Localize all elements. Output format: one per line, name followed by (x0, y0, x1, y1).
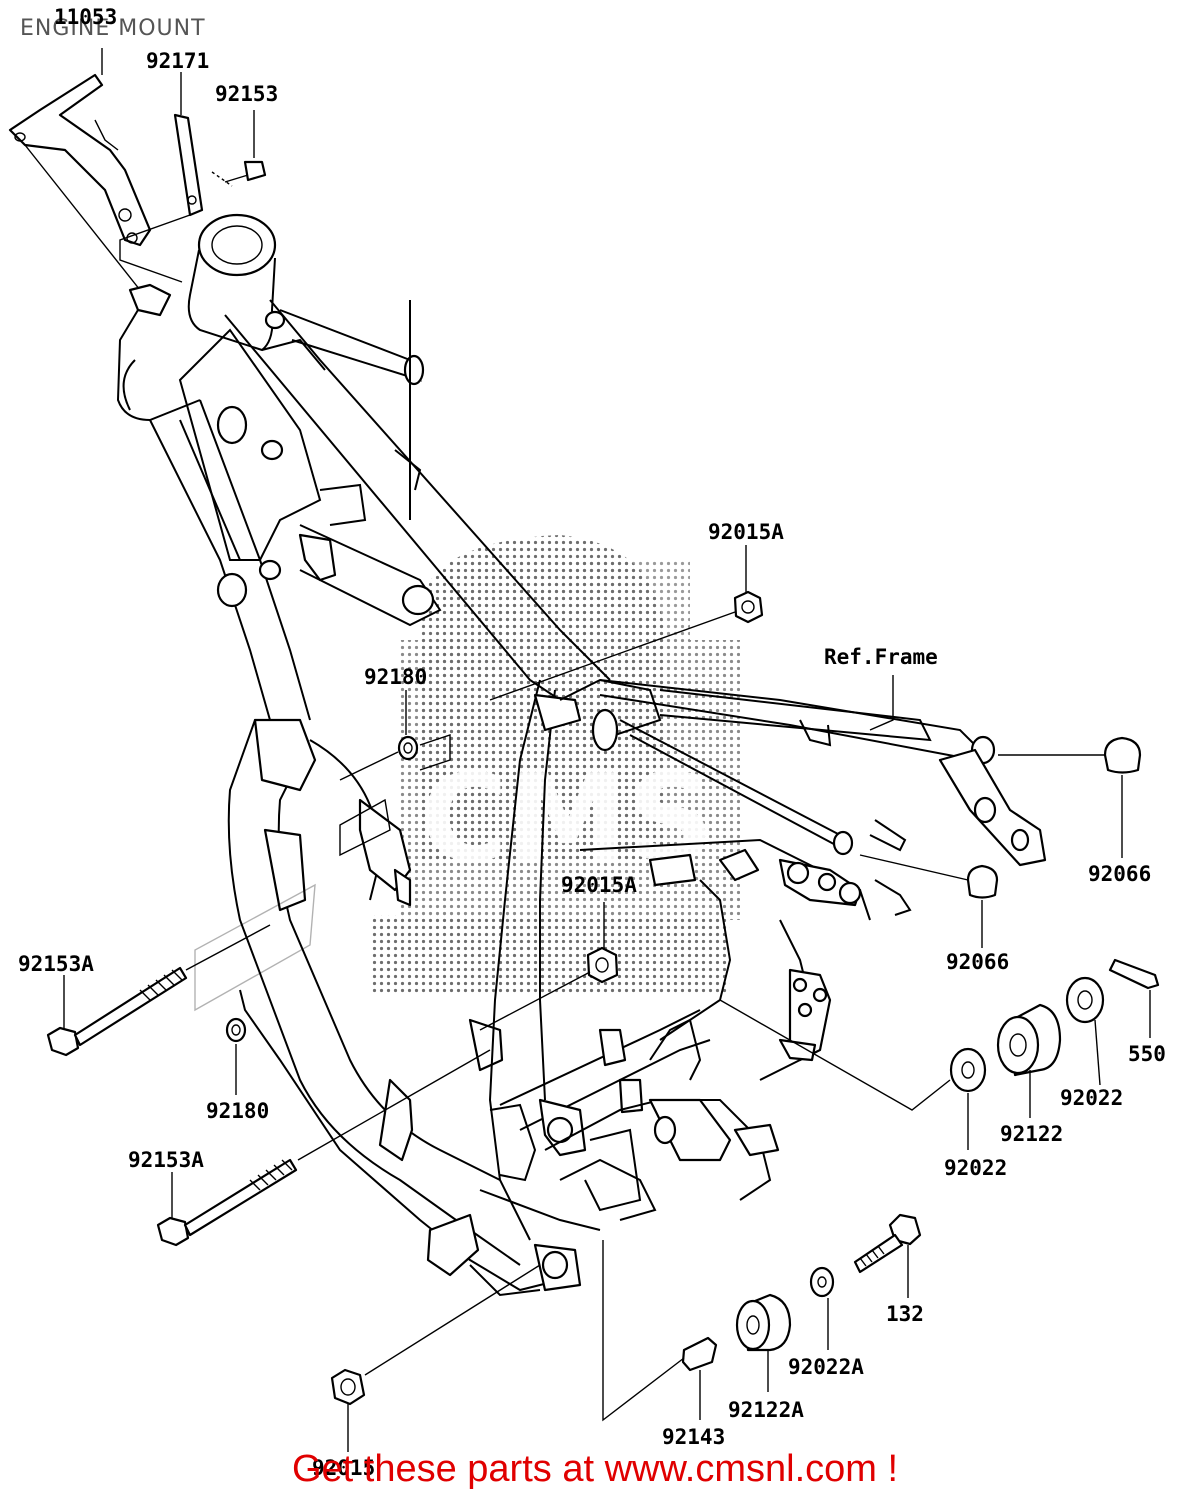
strap-92171-shape (173, 113, 204, 217)
nut-92015-shape (330, 1368, 366, 1406)
collar-92143-shape (681, 1336, 718, 1372)
bracket-11053-shape (8, 73, 152, 247)
part-label-92015[interactable]: 92015 (312, 1456, 376, 1480)
bolt-92153a-upper-shape (46, 966, 188, 1057)
washer-92022-b-shape (949, 1047, 987, 1093)
washer-92022a-shape (809, 1266, 835, 1298)
pin-550-shape (1108, 958, 1160, 990)
bolt-132-shape (853, 1213, 922, 1274)
part-label-92180-bottom[interactable]: 92180 (206, 1099, 270, 1123)
cap-92066-b-shape (966, 864, 999, 899)
part-label-92143[interactable]: 92143 (662, 1425, 726, 1449)
nut-92015a-top-shape (733, 590, 764, 624)
part-label-132[interactable]: 132 (886, 1302, 924, 1326)
part-label-550[interactable]: 550 (1128, 1042, 1166, 1066)
part-label-92015a-mid[interactable]: 92015A (561, 873, 637, 897)
part-label-92122[interactable]: 92122 (1000, 1122, 1064, 1146)
part-label-92022a[interactable]: 92022A (788, 1355, 864, 1379)
footer-link[interactable]: Get these parts at www.cmsnl.com ! (291, 1448, 899, 1490)
part-label-92066-b[interactable]: 92066 (946, 950, 1010, 974)
cap-92066-a-shape (1103, 736, 1142, 774)
frame-outline (8, 48, 1160, 1452)
screw-92153-shape (243, 160, 267, 182)
part-label-92022-a[interactable]: 92022 (1060, 1086, 1124, 1110)
washer-92022-a-shape (1065, 976, 1105, 1024)
part-label-92022-b[interactable]: 92022 (944, 1156, 1008, 1180)
damper-92122-shape (996, 1003, 1062, 1077)
part-label-92180-top[interactable]: 92180 (364, 665, 428, 689)
washer-92180-bottom-shape (225, 1017, 247, 1043)
bolt-92153a-lower-shape (156, 1158, 298, 1247)
page-title: ENGINE MOUNT (20, 16, 206, 41)
washer-92180-top-shape (397, 735, 419, 761)
ref-frame-label: Ref.Frame (824, 645, 938, 669)
part-label-11053[interactable]: 11053 (54, 5, 118, 29)
damper-92122a-shape (735, 1293, 792, 1352)
part-label-92153a-lower[interactable]: 92153A (128, 1148, 204, 1172)
part-label-92066-a[interactable]: 92066 (1088, 862, 1152, 886)
part-label-92153a-upper[interactable]: 92153A (18, 952, 94, 976)
part-label-92122a[interactable]: 92122A (728, 1398, 804, 1422)
part-label-92153[interactable]: 92153 (215, 82, 279, 106)
part-label-92171[interactable]: 92171 (146, 49, 210, 73)
nut-92015a-mid-shape (586, 946, 619, 984)
part-label-92015a-top[interactable]: 92015A (708, 520, 784, 544)
